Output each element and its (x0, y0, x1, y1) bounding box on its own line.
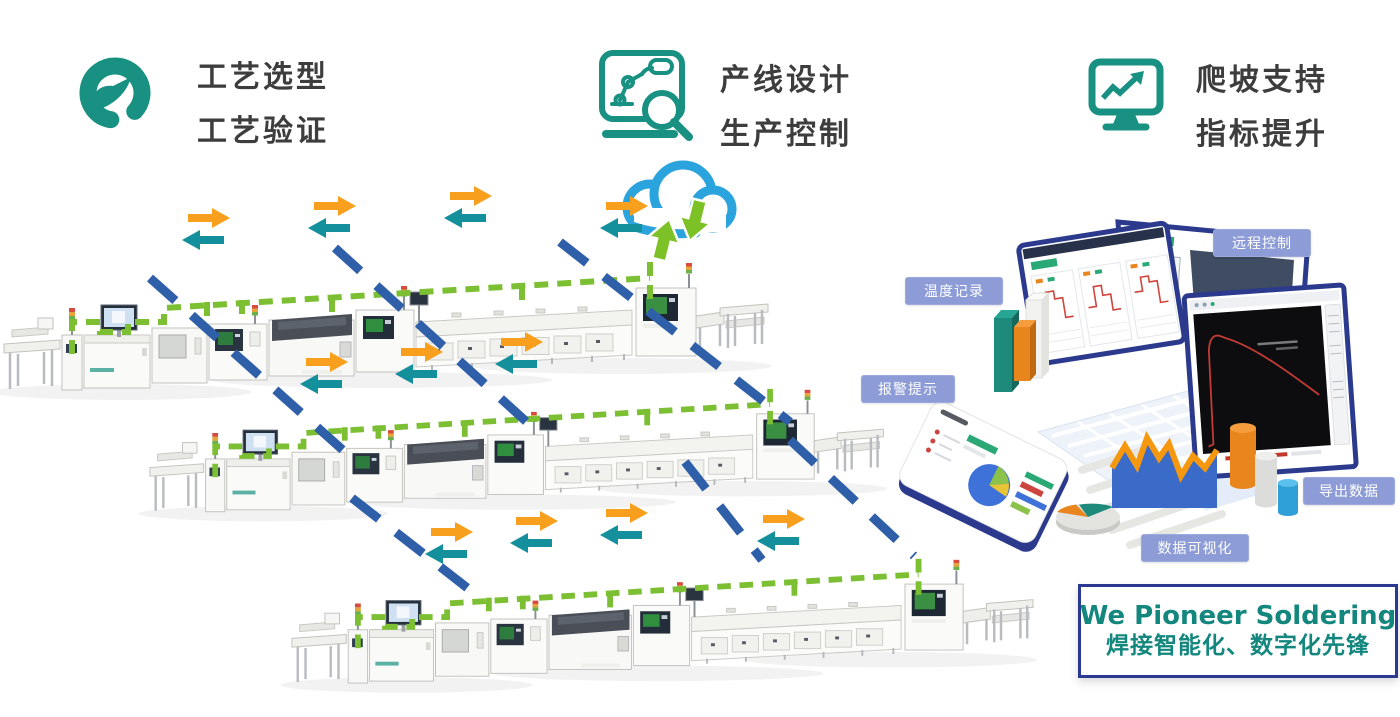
production-line-1 (0, 262, 772, 400)
feature-3-line-2: 指标提升 (1196, 117, 1328, 152)
temperature-record-screen (1016, 220, 1187, 367)
badge-export-data: 导出数据 (1303, 477, 1395, 505)
cylinder-bars (1230, 423, 1298, 516)
feature-3-line-1: 爬坡支持 (1196, 63, 1328, 98)
feature-1-line-1: 工艺选型 (197, 60, 329, 95)
monitor-chart-icon (1088, 58, 1164, 131)
slogan-line-en: We Pioneer Soldering (1079, 600, 1397, 631)
feature-2-line-1: 产线设计 (720, 63, 852, 98)
badge-data-visualization: 数据可视化 (1141, 534, 1249, 562)
bar-chart-3d (994, 292, 1051, 392)
robot-inspect-icon (599, 50, 693, 141)
feature-1-line-2: 工艺验证 (197, 114, 329, 149)
production-line-3 (280, 559, 1037, 693)
badge-temperature-record: 温度记录 (905, 277, 1003, 305)
profile-curve-screen (1181, 282, 1359, 480)
pie-chart-3d (1056, 503, 1120, 535)
network-rails (147, 238, 918, 594)
slogan-banner: We Pioneer Soldering 焊接智能化、数字化先锋 (1078, 584, 1398, 678)
feature-2-line-2: 生产控制 (720, 117, 852, 152)
gauge-icon (79, 57, 151, 129)
cloud-sync-icon (622, 160, 737, 265)
alarm-phone (898, 401, 1069, 552)
slogan-line-cn: 焊接智能化、数字化先锋 (1106, 632, 1370, 659)
monitoring-dashboard-illustration (898, 219, 1359, 552)
badge-remote-control: 远程控制 (1213, 229, 1311, 257)
badge-alarm-alert: 报警提示 (861, 375, 955, 403)
